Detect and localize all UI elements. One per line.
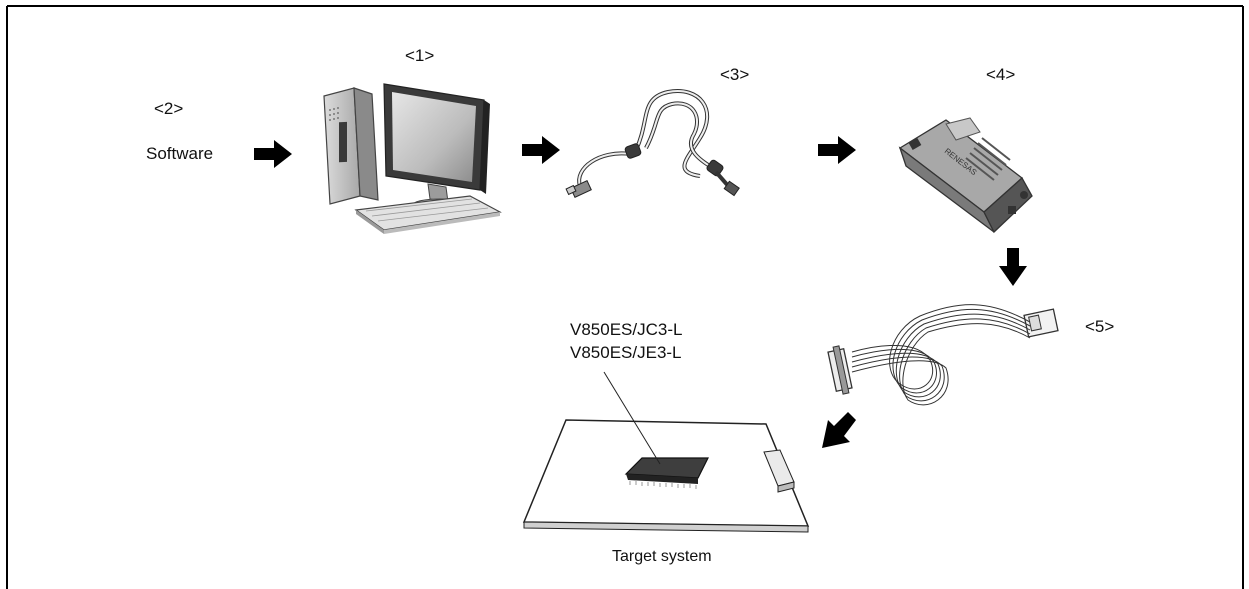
chip-name-label-1: V850ES/JC3-L [570, 320, 683, 339]
arrow-right-icon [254, 140, 292, 168]
chip-leader-line [603, 371, 661, 465]
cable-number-label: <3> [720, 65, 750, 84]
chip-name-label-2: V850ES/JE3-L [570, 343, 682, 362]
arrow-right-icon [818, 136, 856, 164]
pc-number-label: <1> [405, 46, 435, 65]
target-system-label: Target system [612, 548, 712, 565]
emulator-number-label: <4> [986, 65, 1016, 84]
desktop-computer-icon [323, 83, 502, 234]
arrow-down-left-icon [822, 412, 856, 448]
software-number-label: <2> [154, 99, 184, 118]
ribbon-cable-icon [827, 304, 1059, 406]
connector-cable-number-label: <5> [1085, 317, 1115, 336]
emulator-box-icon: RENESAS [898, 117, 1033, 234]
arrow-down-icon [999, 248, 1027, 286]
microcontroller-chip-icon [624, 457, 709, 489]
usb-cable-icon [565, 89, 740, 198]
arrow-right-icon [522, 136, 560, 164]
software-text-label: Software [146, 144, 214, 163]
